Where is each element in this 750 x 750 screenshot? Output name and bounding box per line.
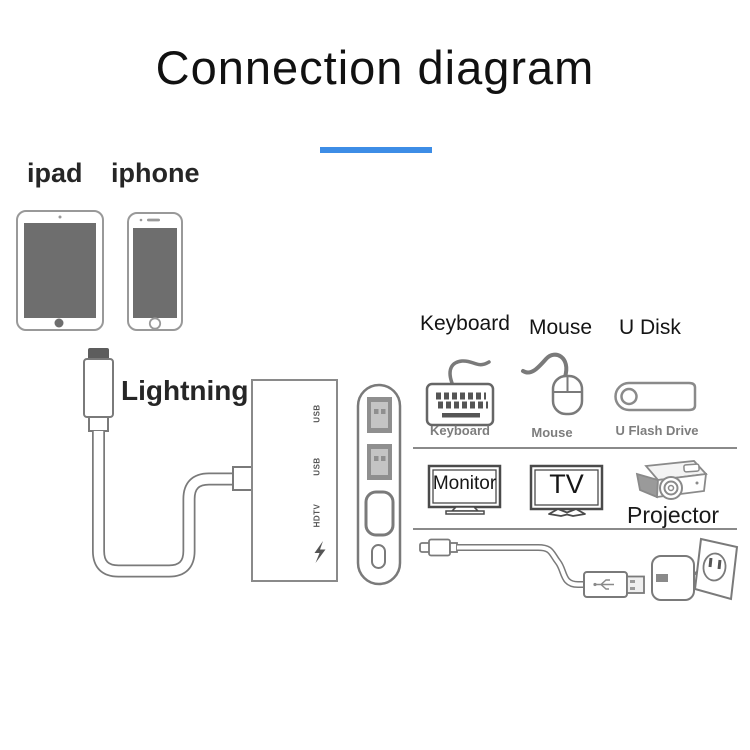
mouse-icon (521, 352, 584, 416)
usb-flash-drive-icon (614, 381, 697, 412)
usb-plug-icon (583, 571, 645, 598)
adapter-hub-body (251, 379, 338, 582)
wall-outlet-icon (693, 537, 739, 601)
ipad-label: ipad (27, 158, 83, 188)
wall-charger-icon (651, 555, 703, 601)
hdmi-port-icon (364, 490, 395, 537)
lightning-cable (92, 431, 253, 578)
iphone-icon (127, 212, 183, 331)
usb-port-icon (367, 397, 392, 433)
title-accent-bar (320, 147, 432, 153)
lightning-connector-icon (83, 348, 114, 432)
monitor-label: Monitor (432, 473, 497, 494)
ipad-icon (16, 210, 104, 331)
adapter-hub-ports-view (356, 383, 402, 586)
usb-c-port-icon (371, 544, 386, 569)
tv-label: TV (549, 469, 584, 499)
iphone-label: iphone (111, 158, 200, 188)
keyboard-caption: Keyboard (430, 423, 490, 438)
lightning-cable-label: Lightning (121, 375, 249, 406)
u-flash-drive-caption: U Flash Drive (615, 423, 699, 438)
projector-icon (635, 460, 708, 500)
keyboard-icon (425, 359, 495, 427)
hub-usb-port-label: USB (312, 457, 322, 476)
projector-label: Projector (627, 502, 720, 528)
keyboard-heading: Keyboard (420, 312, 510, 335)
charging-cable-illustration (419, 537, 739, 601)
lightning-bolt-icon (314, 541, 326, 563)
tv-icon (529, 464, 604, 517)
mouse-heading: Mouse (529, 316, 593, 339)
monitor-icon (427, 464, 502, 515)
page-title: Connection diagram (155, 41, 595, 94)
hub-hdtv-port-label: HDTV (312, 503, 322, 528)
usb-port-icon (367, 444, 392, 480)
mouse-caption: Mouse (531, 425, 573, 440)
micro-usb-connector-icon (419, 538, 458, 557)
u-disk-heading: U Disk (619, 316, 681, 339)
hub-usb-port-label: USB (312, 404, 322, 423)
